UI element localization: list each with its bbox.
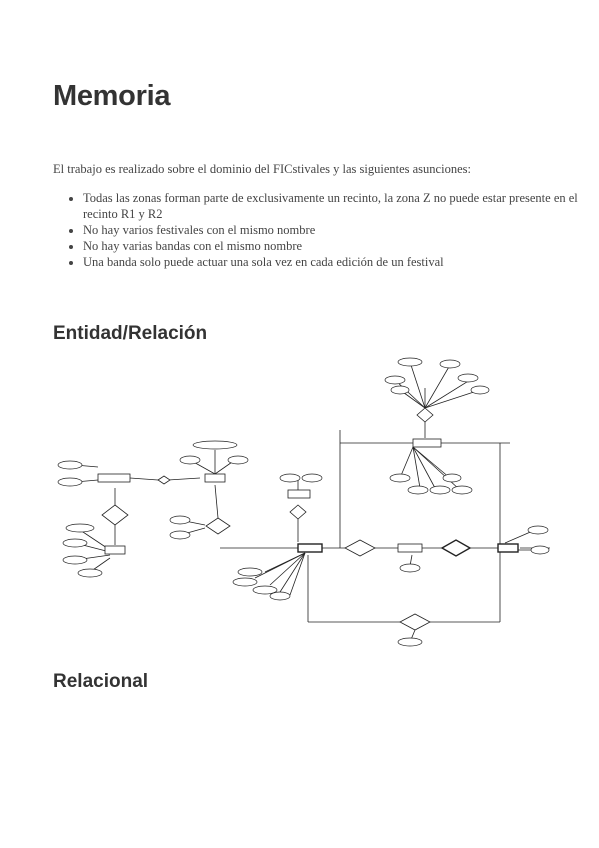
er-diagram-image [57, 357, 550, 647]
assumptions-list: Todas las zonas forman parte de exclusiv… [53, 190, 578, 270]
intro-paragraph: El trabajo es realizado sobre el dominio… [53, 162, 471, 176]
list-item: Una banda solo puede actuar una sola vez… [83, 254, 578, 270]
section-heading-relational: Relacional [53, 671, 149, 692]
list-item: Todas las zonas forman parte de exclusiv… [83, 190, 578, 222]
page-title: Memoria [53, 80, 171, 112]
section-heading-er: Entidad/Relación [53, 323, 208, 344]
list-item: No hay varias bandas con el mismo nombre [83, 238, 578, 254]
list-item: No hay varios festivales con el mismo no… [83, 222, 578, 238]
